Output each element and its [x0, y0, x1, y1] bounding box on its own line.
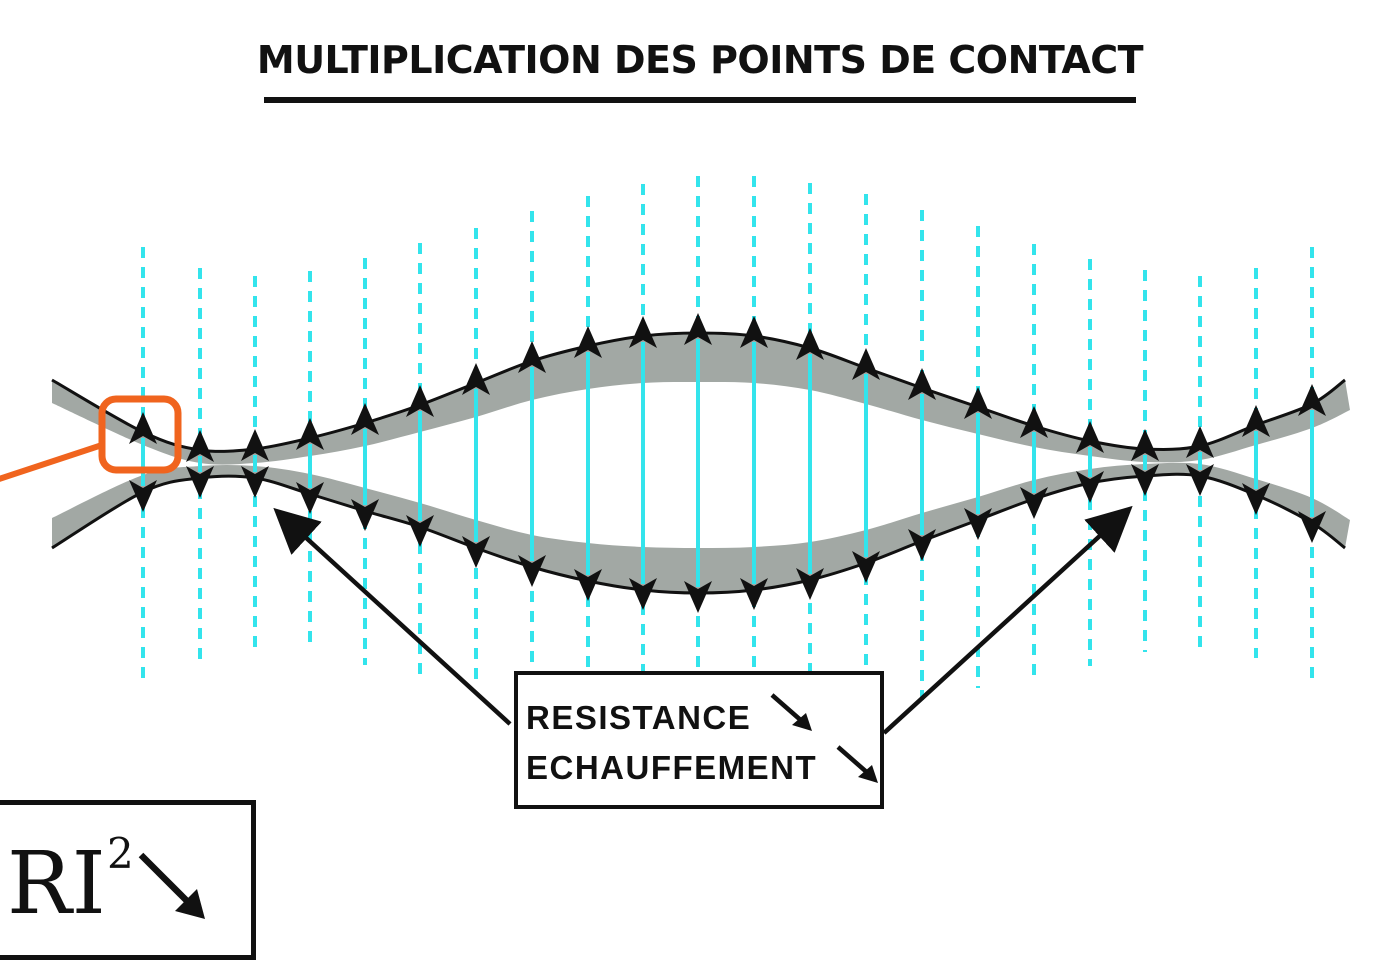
- force-arrowhead-down: [574, 569, 602, 601]
- force-arrowhead-up: [1131, 429, 1159, 461]
- force-arrowhead-up: [129, 412, 157, 444]
- force-arrowhead-down: [1186, 464, 1214, 496]
- force-arrowhead-down: [1020, 487, 1048, 519]
- formula-box: RI 2: [0, 800, 256, 960]
- force-arrowhead-up: [406, 385, 434, 417]
- force-arrowhead-down: [964, 508, 992, 540]
- lower-conductor: [52, 462, 1350, 593]
- force-arrowhead-down: [1242, 483, 1270, 515]
- force-arrowhead-up: [908, 368, 936, 400]
- conductor-bands: [51, 331, 1350, 595]
- force-arrowhead-up: [740, 316, 768, 348]
- pointer-arrow-left: [273, 507, 512, 726]
- force-arrowhead-down: [1131, 464, 1159, 496]
- force-arrowhead-down: [406, 515, 434, 547]
- force-arrowhead-up: [684, 313, 712, 345]
- formula-base: RI: [7, 834, 106, 934]
- diagram-title: MULTIPLICATION DES POINTS DE CONTACT: [256, 38, 1144, 82]
- force-arrowhead-up: [629, 316, 657, 348]
- force-arrowhead-down: [129, 480, 157, 512]
- force-arrowhead-down: [796, 568, 824, 600]
- force-arrowhead-up: [1298, 384, 1326, 416]
- force-arrowhead-down: [296, 482, 324, 514]
- resistance-label: RESISTANCE: [526, 699, 751, 737]
- force-arrowhead-up: [518, 341, 546, 373]
- formula-exponent: 2: [107, 829, 134, 878]
- force-arrowhead-up: [462, 363, 490, 395]
- resistance-text: RESISTANCE: [526, 699, 752, 736]
- force-arrowhead-up: [852, 348, 880, 380]
- force-arrowhead-up: [1242, 405, 1270, 437]
- force-arrowhead-up: [1020, 406, 1048, 438]
- force-arrowhead-down: [684, 581, 712, 613]
- upper-conductor: [52, 333, 1350, 465]
- force-arrowhead-down: [852, 551, 880, 583]
- force-arrowhead-down: [351, 499, 379, 531]
- title-underline: [264, 97, 1136, 103]
- effects-box: RESISTANCE ECHAUFFEMENT: [514, 671, 884, 809]
- force-arrowhead-up: [1186, 426, 1214, 458]
- highlight-leader-line: [0, 442, 103, 482]
- arrow-down-right-icon: [770, 693, 812, 731]
- force-arrowhead-up: [241, 429, 269, 461]
- force-arrowhead-up: [964, 387, 992, 419]
- force-arrowhead-up: [796, 328, 824, 360]
- force-arrowhead-down: [241, 466, 269, 498]
- heating-text: ECHAUFFEMENT: [526, 749, 818, 786]
- force-arrowhead-down: [1298, 511, 1326, 543]
- contact-lines-solid: [141, 339, 1314, 587]
- pointer-arrow-right: [882, 505, 1133, 735]
- force-arrowhead-down: [629, 578, 657, 610]
- force-arrowhead-down: [186, 466, 214, 498]
- force-arrowhead-down: [740, 578, 768, 610]
- force-arrowhead-down: [1076, 471, 1104, 503]
- pointer-arrows: [273, 505, 1133, 735]
- force-arrowhead-down: [518, 555, 546, 587]
- force-arrowhead-down: [908, 529, 936, 561]
- force-arrowhead-up: [574, 326, 602, 358]
- contact-diagram: [0, 176, 1350, 735]
- force-arrows: [129, 313, 1326, 613]
- highlight-box: [98, 395, 182, 474]
- force-arrowhead-up: [1076, 421, 1104, 453]
- arrow-down-right-icon: [836, 745, 878, 783]
- arrow-down-right-icon: [138, 852, 205, 919]
- heating-label: ECHAUFFEMENT: [526, 749, 817, 787]
- force-arrowhead-down: [462, 536, 490, 568]
- force-arrowhead-up: [351, 403, 379, 435]
- highlighted-contact: [0, 395, 182, 482]
- force-arrowhead-up: [296, 418, 324, 450]
- force-arrowhead-up: [186, 430, 214, 462]
